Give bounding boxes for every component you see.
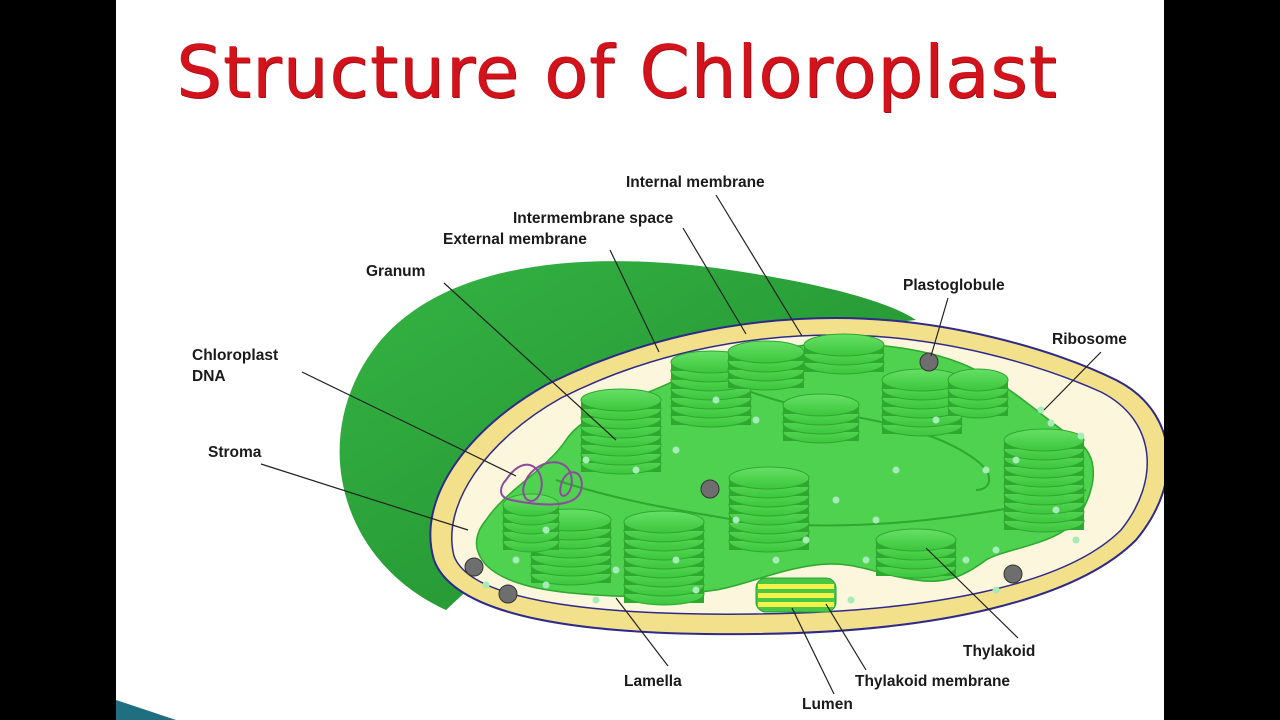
leader-thylakoid-membrane [825,603,867,671]
ribosome [932,416,940,424]
label-thylakoid-membrane: Thylakoid membrane [855,673,1010,690]
granum-stack [728,466,810,553]
ribosome [592,596,600,604]
label-lamella: Lamella [624,673,682,690]
ribosome [612,566,620,574]
leader-thylakoid [925,547,1019,639]
ribosome [982,466,990,474]
granum-stack [803,333,885,375]
leader-chloroplast-dna [301,371,517,477]
label-lumen: Lumen [802,696,853,713]
ribosome [672,556,680,564]
granum-stack [623,510,705,606]
granum-stack [1003,428,1085,533]
corner-accent [116,700,176,720]
ribosome [512,556,520,564]
leader-lumen [791,607,835,695]
label-internal-membrane: Internal membrane [626,174,765,191]
chloroplast-dna [500,461,583,506]
granum-stack [782,393,860,444]
label-plastoglobule: Plastoglobule [903,277,1005,294]
granum-stack [727,340,805,391]
plastoglobule [700,479,720,499]
ribosome [632,466,640,474]
leader-lamella [615,597,669,667]
label-thylakoid: Thylakoid [963,643,1035,660]
ribosome-group [482,396,1085,604]
granum-stack [670,350,752,428]
plastoglobule [498,584,518,604]
ribosome [872,516,880,524]
ribosome [962,556,970,564]
granum-stack [580,388,662,475]
ribosome [732,516,740,524]
plastoglobule [1003,564,1023,584]
plastoglobule [919,352,939,372]
leader-stroma [260,463,469,531]
leader-external-membrane [609,249,660,353]
ribosome [542,526,550,534]
ribosome [1037,406,1045,414]
ribosome [692,586,700,594]
ribosome [772,556,780,564]
ribosome [672,446,680,454]
ribosome [1012,456,1020,464]
chloroplast-diagram: Internal membrane Intermembrane space Ex… [192,174,1164,713]
leader-internal-membrane [715,194,803,337]
granum-stack [881,368,963,437]
ribosome [862,556,870,564]
ribosome [1072,536,1080,544]
leader-granum [443,282,617,441]
grana-group [502,333,1085,606]
ribosome [582,456,590,464]
ribosome [712,396,720,404]
ribosome [847,596,855,604]
ribosome [542,581,550,589]
granum-stack [875,528,957,579]
lumen-section [755,577,837,613]
ribosome [1047,419,1055,427]
slide: Structure of Chloroplast [116,0,1164,720]
plastoglobule [464,557,484,577]
ribosome [892,466,900,474]
leader-lines [260,194,1102,695]
leader-plastoglobule [930,297,949,357]
ribosome [992,546,1000,554]
ribosome [1077,432,1085,440]
granum-stack [947,368,1009,419]
label-chloroplast-dna-line1: Chloroplast [192,347,278,364]
ribosome [802,536,810,544]
label-intermembrane-space: Intermembrane space [513,210,674,227]
slide-title: Structure of Chloroplast [176,30,1058,114]
ribosome [752,416,760,424]
leader-intermembrane-space [682,227,747,335]
label-stroma: Stroma [208,444,262,461]
ribosome [482,581,490,589]
leader-ribosome [1043,351,1102,411]
ribosome [832,496,840,504]
label-chloroplast-dna-line2: DNA [192,368,226,385]
ribosome [992,586,1000,594]
label-ribosome: Ribosome [1052,331,1127,348]
label-granum: Granum [366,263,425,280]
label-external-membrane: External membrane [443,231,587,248]
ribosome [1052,506,1060,514]
